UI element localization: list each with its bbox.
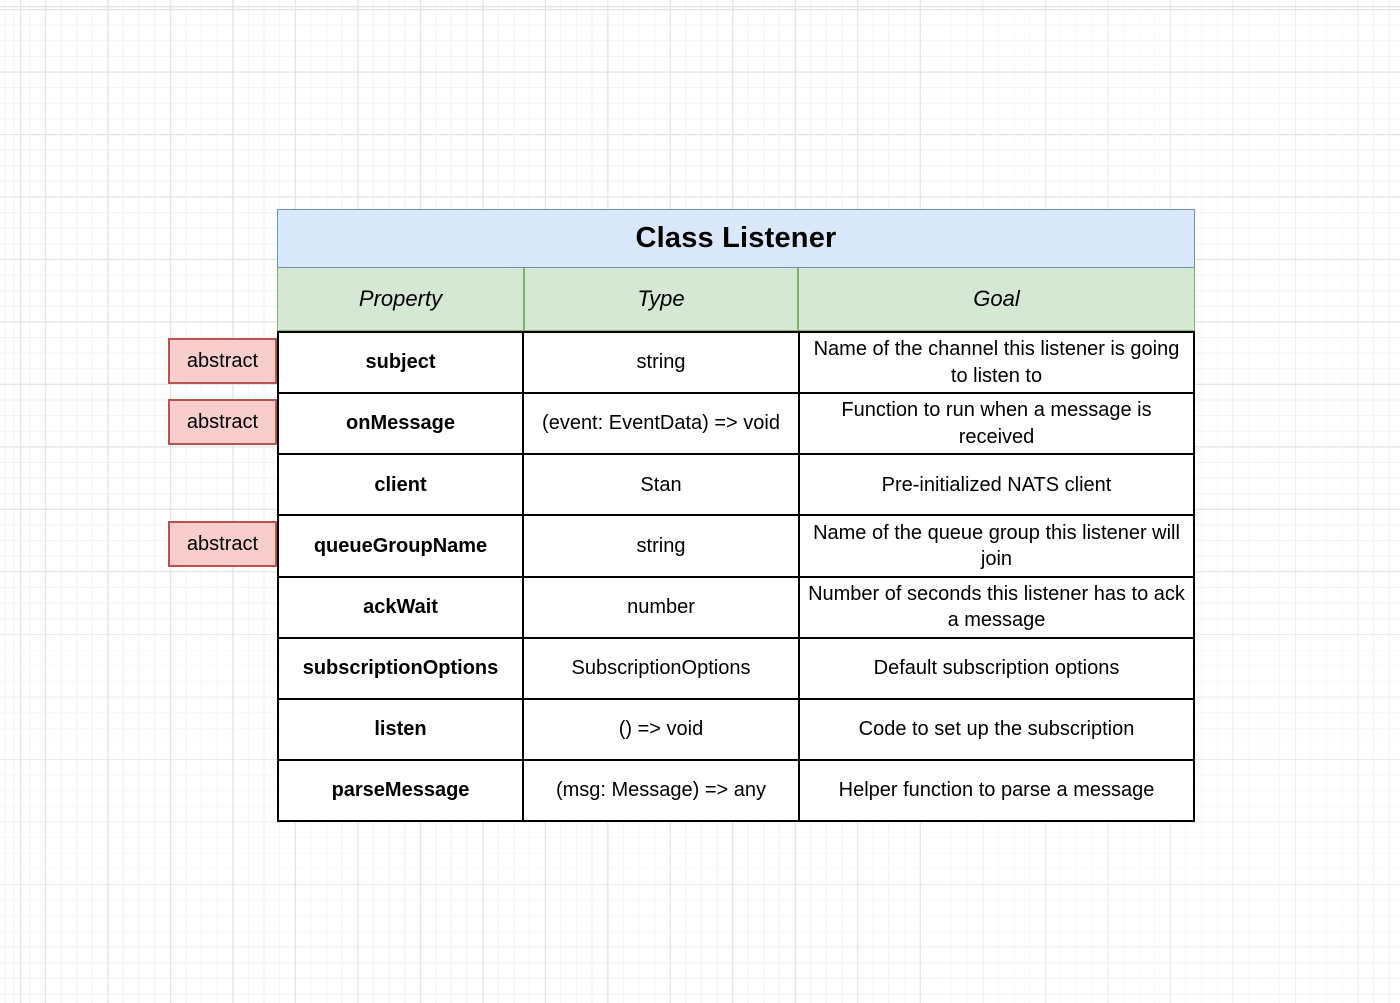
property-cell: client [279,455,524,515]
property-cell: parseMessage [279,760,524,820]
column-header-goal: Goal [973,286,1020,311]
goal-cell: Default subscription options [873,656,1120,679]
column-header-property: Property [358,286,443,311]
abstract-badge: abstract [168,399,277,446]
type-cell: SubscriptionOptions [524,638,800,698]
table-title: Class Listener [277,209,1195,268]
type-cell: (event: EventData) => void [524,394,800,454]
property-cell: subscriptionOptions [279,638,524,698]
type-cell: string [524,516,800,576]
type-cell: string [524,333,800,393]
class-listener-table: Class Listener Property Type Goal subjec… [277,209,1195,822]
table-row: parseMessage(msg: Message) => any Helper … [279,760,1193,820]
table-header-row: Property Type Goal [277,268,1195,331]
table-row: listen() => void Code to set up the subsc… [279,699,1193,761]
column-header-type: Type [523,268,799,330]
type-cell: () => void [524,699,800,759]
property-cell: onMessage [279,394,524,454]
type-cell: Stan [524,455,800,515]
property-cell: queueGroupName [279,516,524,576]
goal-cell: Code to set up the subscription [858,718,1135,741]
type-cell: (msg: Message) => any [524,760,800,820]
property-cell: listen [279,699,524,759]
abstract-badge: abstract [168,521,277,568]
goal-cell: Number of seconds this listener has to a… [808,582,1185,632]
goal-cell: Name of the queue group this listener wi… [813,521,1180,570]
table-row: onMessage(event: EventData) => void Funct… [279,394,1193,456]
goal-cell: Helper function to parse a message [838,779,1155,802]
property-cell: subject [279,333,524,393]
goal-cell: Name of the channel this listener is goi… [813,338,1180,387]
type-cell: number [524,577,800,637]
goal-cell: Function to run when a message is receiv… [841,399,1152,448]
abstract-badge: abstract [168,338,277,385]
property-cell: ackWait [279,577,524,637]
goal-cell: Pre-initialized NATS client [881,473,1112,496]
